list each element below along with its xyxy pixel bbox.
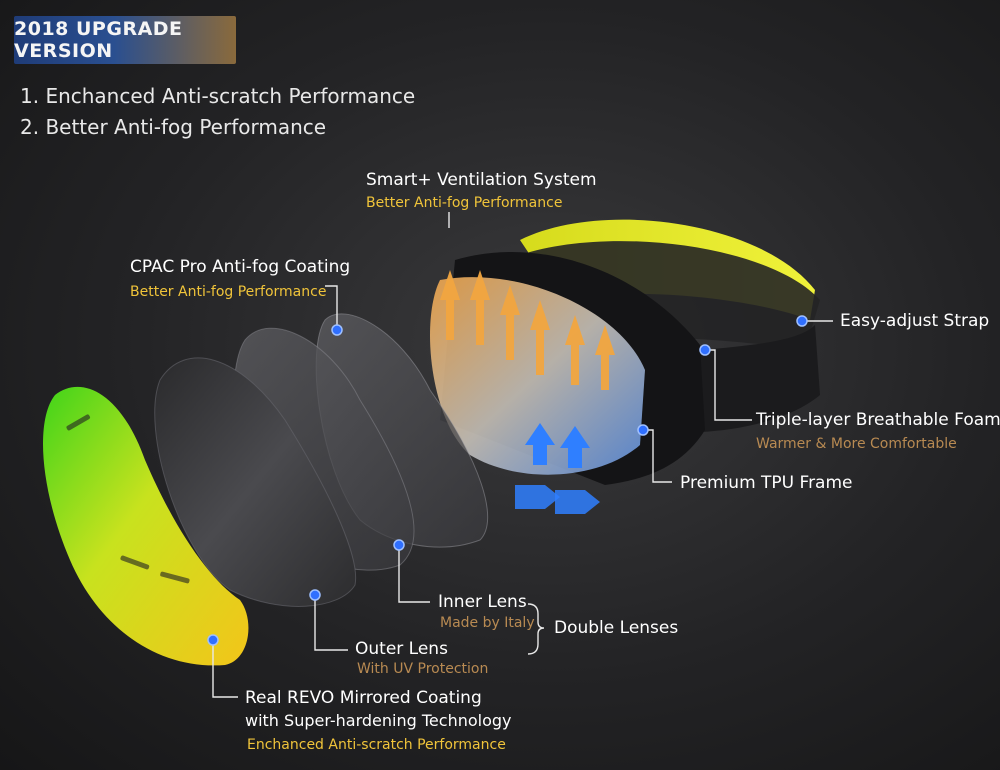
dot-frame <box>637 424 649 436</box>
marker-dots <box>207 315 808 646</box>
outer-lens-title: Outer Lens <box>355 639 448 659</box>
revo-title-2: with Super-hardening Technology <box>245 711 512 730</box>
cpac-title: CPAC Pro Anti-fog Coating <box>130 257 351 277</box>
feature-line-1: 1. Enchanced Anti-scratch Performance <box>20 84 416 108</box>
cool-air-arrows <box>515 423 600 514</box>
revo-lens-vents <box>66 414 190 584</box>
dot-cpac <box>331 324 343 336</box>
revo-sub: Enchanced Anti-scratch Performance <box>247 737 506 753</box>
foam-sub: Warmer & More Comfortable <box>756 436 957 452</box>
warm-air-arrows <box>440 270 615 390</box>
dot-revo <box>207 634 219 646</box>
outer-lens <box>154 357 357 607</box>
revo-mirrored-lens <box>43 386 249 666</box>
cpac-sub: Better Anti-fog Performance <box>130 284 327 300</box>
upgrade-badge: 2018 UPGRADE VERSION <box>14 16 236 64</box>
dot-outer <box>309 589 321 601</box>
strap-rear <box>700 325 820 432</box>
revo-title: Real REVO Mirrored Coating <box>245 688 482 708</box>
inner-lens-title: Inner Lens <box>438 592 527 612</box>
dot-foam <box>699 344 711 356</box>
foam-title: Triple-layer Breathable Foam <box>756 410 1000 430</box>
ventilation-title: Smart+ Ventilation System <box>366 170 597 190</box>
frame-title: Premium TPU Frame <box>680 473 853 493</box>
double-lenses-title: Double Lenses <box>554 618 679 638</box>
ventilation-sub: Better Anti-fog Performance <box>366 195 563 211</box>
strap-title: Easy-adjust Strap <box>840 311 990 331</box>
feature-line-2: 2. Better Anti-fog Performance <box>20 115 327 139</box>
dot-strap <box>796 315 808 327</box>
inner-lens-sub: Made by Italy <box>440 615 535 631</box>
dot-inner <box>393 539 405 551</box>
outer-lens-sub: With UV Protection <box>357 661 489 677</box>
